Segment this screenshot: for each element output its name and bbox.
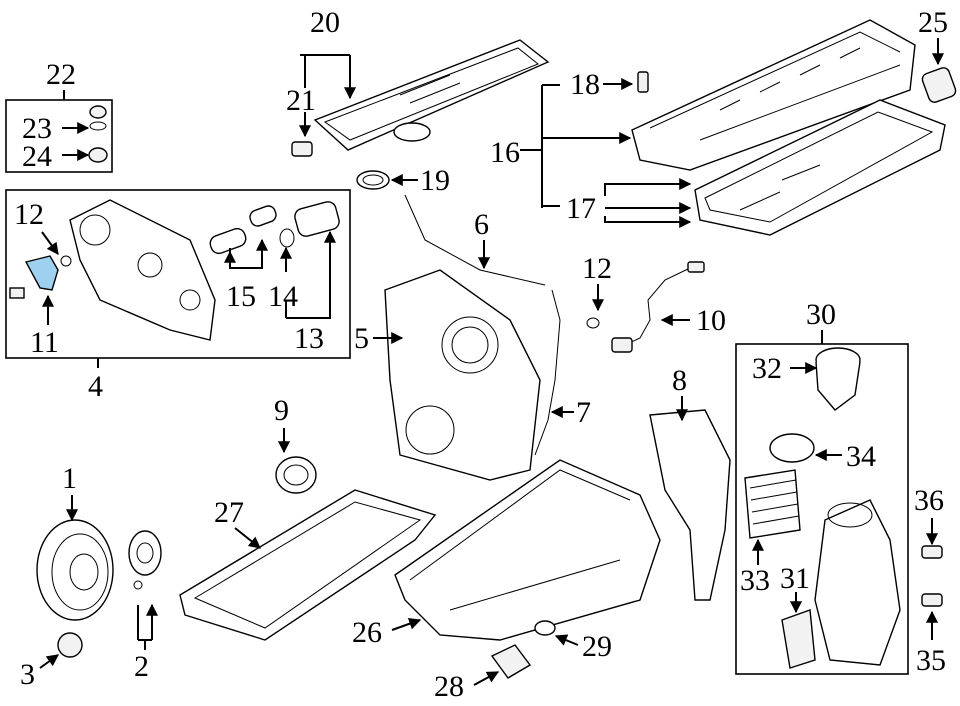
callout-20: 20 bbox=[310, 6, 340, 39]
spark-plug-gasket bbox=[739, 164, 821, 211]
solenoid-seal bbox=[279, 228, 295, 248]
callout-labels: 20 21 19 18 16 17 25 22 23 24 12 11 15 1… bbox=[14, 6, 948, 703]
callout-26: 26 bbox=[352, 616, 382, 649]
callout-15: 15 bbox=[226, 280, 256, 313]
callout-8: 8 bbox=[672, 364, 687, 397]
callout-21: 21 bbox=[286, 84, 316, 117]
callout-1: 1 bbox=[62, 462, 77, 495]
hub-key bbox=[133, 580, 143, 590]
callout-23: 23 bbox=[22, 112, 52, 145]
spark-plug-seal bbox=[356, 170, 390, 190]
callout-12-left: 12 bbox=[14, 198, 44, 231]
crank-bolt bbox=[57, 632, 83, 658]
callout-14: 14 bbox=[268, 280, 298, 313]
timing-gasket-lower bbox=[534, 289, 561, 456]
callout-29: 29 bbox=[582, 630, 612, 663]
oil-temp-sensor bbox=[921, 593, 943, 607]
callout-17: 17 bbox=[566, 192, 596, 225]
callout-35: 35 bbox=[916, 644, 946, 677]
callout-34: 34 bbox=[846, 440, 876, 473]
callout-28: 28 bbox=[434, 670, 464, 703]
callout-33: 33 bbox=[740, 564, 770, 597]
callout-19: 19 bbox=[420, 164, 450, 197]
callout-3: 3 bbox=[20, 658, 35, 691]
oil-pan-gasket bbox=[179, 489, 437, 641]
engine-cover bbox=[313, 39, 550, 151]
callout-4: 4 bbox=[88, 370, 103, 403]
oil-filter-housing bbox=[814, 499, 901, 666]
callout-16: 16 bbox=[490, 136, 520, 169]
housing-gasket bbox=[781, 609, 816, 669]
oil-filler-cap bbox=[921, 67, 957, 103]
callout-12-right: 12 bbox=[582, 252, 612, 285]
callout-31: 31 bbox=[780, 562, 810, 595]
callout-2: 2 bbox=[134, 650, 149, 683]
callout-7: 7 bbox=[576, 396, 591, 429]
callout-22: 22 bbox=[46, 58, 76, 91]
oil-pan-gasket-rear bbox=[649, 409, 731, 601]
callout-9: 9 bbox=[274, 394, 289, 427]
valve-cover-sensor bbox=[637, 71, 649, 93]
callout-24: 24 bbox=[22, 140, 52, 173]
callout-18: 18 bbox=[570, 68, 600, 101]
callout-32: 32 bbox=[752, 352, 782, 385]
timing-gasket bbox=[404, 194, 546, 286]
crank-pulley bbox=[36, 519, 114, 621]
valve-cover bbox=[631, 19, 916, 171]
cap-plug bbox=[89, 105, 107, 119]
crank-hub bbox=[128, 530, 162, 576]
front-crank-seal bbox=[275, 456, 317, 494]
callout-6: 6 bbox=[474, 208, 489, 241]
oil-pan bbox=[394, 459, 661, 641]
solenoid-valve bbox=[294, 201, 340, 237]
oxygen-sensor bbox=[611, 261, 705, 353]
callout-27: 27 bbox=[214, 496, 244, 529]
valve-cover-gasket bbox=[694, 99, 946, 236]
callout-25: 25 bbox=[918, 6, 948, 39]
oil-filter-cap bbox=[815, 347, 861, 411]
sensor-bolt bbox=[9, 287, 25, 299]
callout-36: 36 bbox=[914, 484, 944, 517]
hardware-box bbox=[5, 99, 113, 173]
solenoid-valves bbox=[209, 205, 277, 255]
timing-assembly-box bbox=[5, 189, 351, 359]
oil-filter bbox=[744, 469, 801, 539]
oil-pan-drain bbox=[490, 644, 532, 679]
callout-13: 13 bbox=[294, 322, 324, 355]
cover-grommet bbox=[291, 141, 313, 157]
sensor-oring bbox=[60, 255, 72, 267]
oil-pressure-switch bbox=[921, 545, 943, 559]
camshaft-sensor bbox=[24, 255, 59, 291]
timing-case bbox=[384, 269, 541, 481]
callout-10: 10 bbox=[696, 304, 726, 337]
sensor-washer bbox=[586, 317, 600, 329]
vanos-unit bbox=[69, 199, 216, 341]
drain-plug-seal bbox=[534, 620, 556, 636]
filter-oring bbox=[769, 433, 815, 463]
callout-30: 30 bbox=[806, 298, 836, 331]
callout-11: 11 bbox=[30, 326, 59, 359]
leader-lines bbox=[39, 38, 944, 686]
callout-5: 5 bbox=[354, 322, 369, 355]
plug bbox=[88, 147, 108, 163]
